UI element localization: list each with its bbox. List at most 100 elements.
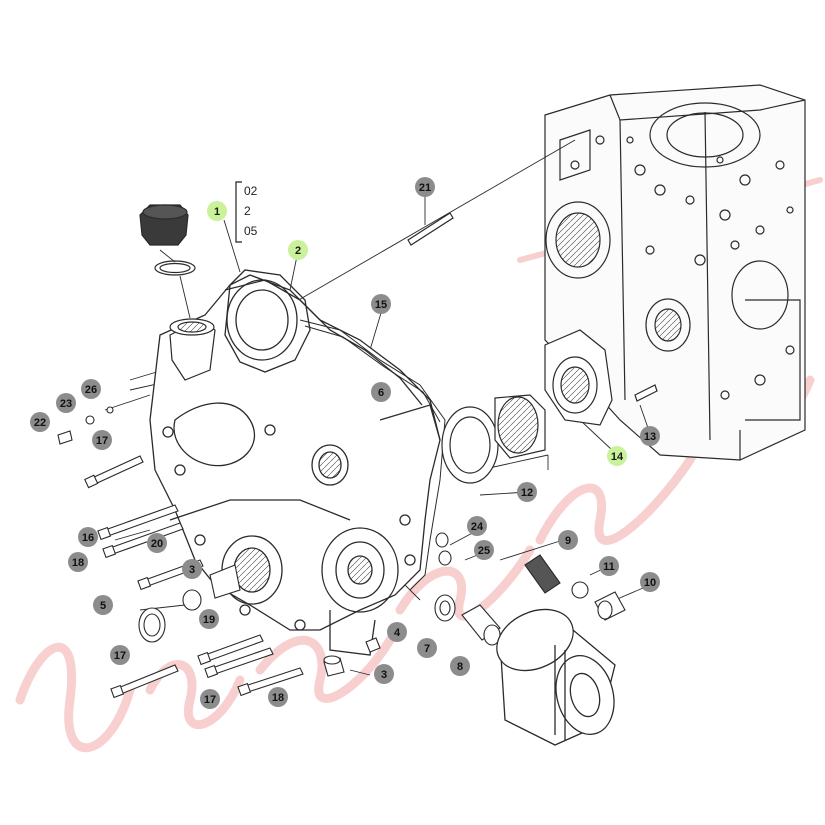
callout-label: 15 bbox=[375, 299, 387, 311]
engine-block bbox=[544, 84, 806, 461]
callout-badge bbox=[450, 656, 470, 676]
callout-badge bbox=[207, 201, 227, 221]
callout-label: 19 bbox=[203, 614, 215, 626]
callout-badge bbox=[371, 294, 391, 314]
callout-label: 18 bbox=[72, 557, 84, 569]
callout-label: 17 bbox=[96, 435, 108, 447]
callout-c25: 25 bbox=[474, 540, 494, 560]
callout-c16: 16 bbox=[78, 527, 98, 547]
seal-flange bbox=[544, 329, 658, 426]
callout-label: 17 bbox=[114, 650, 126, 662]
callout-c5: 5 bbox=[93, 595, 113, 615]
callout-badge bbox=[78, 527, 98, 547]
callout-badge bbox=[417, 638, 437, 658]
callout-label: 25 bbox=[478, 545, 490, 557]
callout-badge bbox=[558, 530, 578, 550]
variant-code-1: 02 bbox=[244, 184, 258, 198]
callout-badge bbox=[147, 533, 167, 553]
callout-c22: 22 bbox=[30, 412, 50, 432]
callout-c1: 1 bbox=[207, 201, 227, 221]
callout-label: 4 bbox=[394, 627, 401, 639]
callout-badge bbox=[68, 552, 88, 572]
callout-badge bbox=[110, 645, 130, 665]
callout-c18b: 18 bbox=[268, 687, 288, 707]
callout-badge bbox=[474, 540, 494, 560]
callout-c15: 15 bbox=[371, 294, 391, 314]
callout-c20: 20 bbox=[147, 533, 167, 553]
callout-label: 26 bbox=[85, 384, 97, 396]
callout-label: 8 bbox=[457, 661, 463, 673]
callout-badge bbox=[200, 689, 220, 709]
variant-bracket: 02 2 05 bbox=[235, 181, 258, 243]
variant-code-2: 2 bbox=[244, 204, 251, 218]
callout-badge bbox=[182, 559, 202, 579]
callout-badge bbox=[199, 609, 219, 629]
callout-c2: 2 bbox=[288, 240, 308, 260]
callout-label: 3 bbox=[381, 669, 387, 681]
callout-badge bbox=[93, 595, 113, 615]
callout-badge bbox=[92, 430, 112, 450]
callout-badge bbox=[268, 687, 288, 707]
callout-badge bbox=[374, 664, 394, 684]
variant-code-3: 05 bbox=[244, 224, 258, 238]
callout-c19: 19 bbox=[199, 609, 219, 629]
callout-c3a: 3 bbox=[182, 559, 202, 579]
callout-badge bbox=[387, 622, 407, 642]
callout-c17c: 17 bbox=[200, 689, 220, 709]
callout-label: 1 bbox=[214, 206, 220, 218]
callout-c21: 21 bbox=[415, 177, 435, 197]
callout-label: 11 bbox=[603, 561, 615, 573]
cover-gasket bbox=[299, 319, 446, 591]
callout-label: 6 bbox=[378, 387, 384, 399]
dowel-pin bbox=[407, 212, 454, 246]
callout-label: 18 bbox=[272, 692, 284, 704]
lower-seals-plugs bbox=[138, 532, 456, 677]
callout-label: 13 bbox=[644, 431, 656, 443]
relief-valve-parts bbox=[524, 554, 626, 621]
callout-c7: 7 bbox=[417, 638, 437, 658]
callout-label: 2 bbox=[295, 245, 301, 257]
callout-label: 14 bbox=[611, 451, 624, 463]
callout-label: 9 bbox=[565, 535, 571, 547]
callout-badge bbox=[517, 482, 537, 502]
callout-label: 23 bbox=[60, 398, 72, 410]
callout-badge bbox=[640, 426, 660, 446]
callout-badge bbox=[56, 393, 76, 413]
callout-c18a: 18 bbox=[68, 552, 88, 572]
callout-badge bbox=[30, 412, 50, 432]
callout-label: 7 bbox=[424, 643, 430, 655]
timing-cover-housing bbox=[149, 269, 441, 656]
pressure-sender bbox=[461, 604, 501, 646]
callout-badge bbox=[640, 572, 660, 592]
callout-badge bbox=[371, 382, 391, 402]
callout-label: 16 bbox=[82, 532, 94, 544]
callout-c14: 14 bbox=[607, 446, 627, 466]
callout-c17a: 17 bbox=[92, 430, 112, 450]
callout-badge bbox=[415, 177, 435, 197]
callout-label: 5 bbox=[100, 600, 106, 612]
callout-label: 21 bbox=[419, 182, 431, 194]
callout-label: 24 bbox=[471, 521, 484, 533]
callout-c8: 8 bbox=[450, 656, 470, 676]
callout-badge bbox=[467, 516, 487, 536]
callout-c23: 23 bbox=[56, 393, 76, 413]
callout-c4: 4 bbox=[387, 622, 407, 642]
callout-c12: 12 bbox=[517, 482, 537, 502]
callout-c10: 10 bbox=[640, 572, 660, 592]
callout-c3b: 3 bbox=[374, 664, 394, 684]
oil-filler-cap bbox=[139, 204, 216, 381]
callout-label: 3 bbox=[189, 564, 195, 576]
callout-label: 12 bbox=[521, 487, 533, 499]
callout-group: 1233456789101112131415161717171818192021… bbox=[30, 177, 660, 709]
callout-label: 10 bbox=[644, 577, 656, 589]
callout-c9: 9 bbox=[558, 530, 578, 550]
callout-c6: 6 bbox=[371, 382, 391, 402]
callout-badge bbox=[607, 446, 627, 466]
callout-c17b: 17 bbox=[110, 645, 130, 665]
callout-c13: 13 bbox=[640, 426, 660, 446]
callout-label: 22 bbox=[34, 417, 46, 429]
callout-badge bbox=[599, 556, 619, 576]
callout-badge bbox=[288, 240, 308, 260]
callout-label: 17 bbox=[204, 694, 216, 706]
callout-label: 20 bbox=[151, 538, 163, 550]
